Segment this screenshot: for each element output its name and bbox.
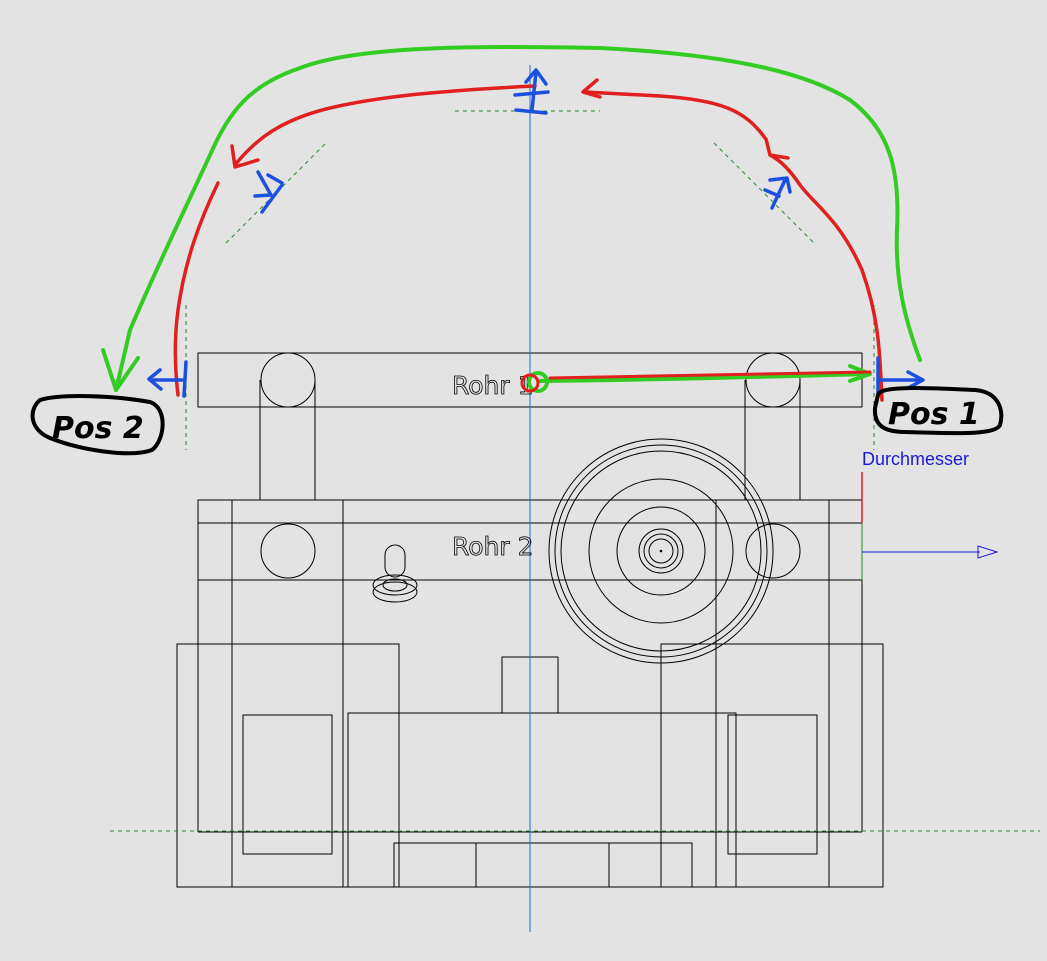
green-path-arc	[114, 45, 922, 392]
red-path-arc	[768, 153, 884, 402]
durchmesser-label: Durchmesser	[862, 449, 969, 469]
pos-2-label: Pos 2	[52, 411, 144, 446]
pos-1-label: Pos 1	[888, 397, 980, 432]
hand-drawn-arrow-icon	[848, 364, 872, 383]
roller-left-mid	[260, 523, 316, 579]
dimension-marker	[861, 472, 999, 580]
dimension-arrow-icon	[977, 545, 999, 559]
wheel-assembly	[548, 438, 774, 664]
green-path-straight	[538, 372, 870, 383]
roller-left-top	[260, 352, 316, 408]
roller-right-top	[745, 352, 801, 408]
pos-2-marker[interactable]: Pos 2	[30, 394, 165, 456]
hand-drawn-arrow-icon	[101, 348, 140, 392]
origin-marker-red	[520, 373, 540, 393]
origin-marker	[527, 371, 549, 393]
blue-rotation-markers	[147, 68, 925, 398]
machine-outline	[176, 352, 884, 888]
roller-right-mid	[745, 523, 801, 579]
red-path-straight	[548, 370, 872, 380]
pos-1-marker[interactable]: Pos 1	[872, 385, 1004, 436]
rohr-2-label: Rohr 2	[452, 532, 534, 561]
rohr-1-label: Rohr 1	[452, 371, 534, 400]
